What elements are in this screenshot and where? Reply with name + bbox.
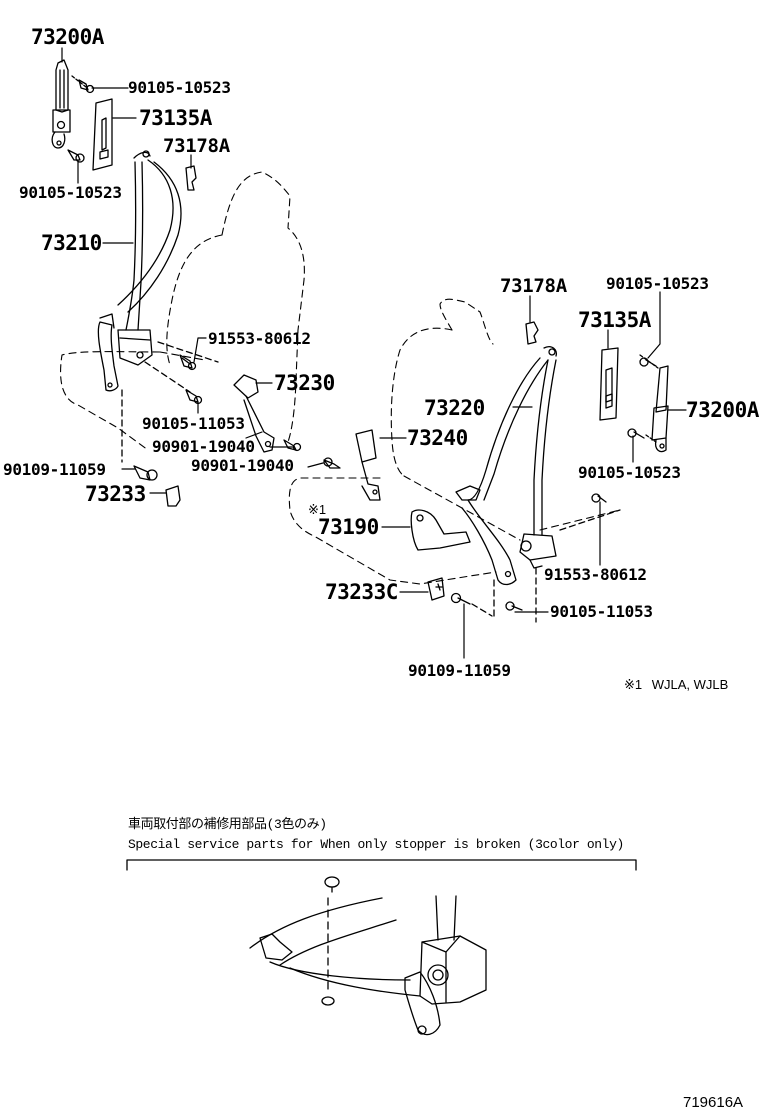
right-anchor-bolt bbox=[505, 567, 537, 623]
service-parts-title-jp: 車両取付部の補修用部品(3色のみ) bbox=[128, 817, 327, 832]
left-anchor-bolt bbox=[144, 361, 203, 405]
label-right-floor-bolt: 90109-11059 bbox=[408, 661, 511, 680]
label-left-adjuster-bolt-lower: 90105-10523 bbox=[19, 183, 122, 202]
right-floor-bolt bbox=[450, 579, 495, 619]
right-cover-drawing bbox=[599, 347, 619, 421]
label-right-anchor-bolt: 90105-11053 bbox=[550, 602, 653, 621]
label-left-buckle-bolt-1: 90901-19040 bbox=[152, 437, 255, 456]
label-left-adjuster-bolt-upper: 90105-10523 bbox=[128, 78, 231, 97]
left-retractor-bolt bbox=[157, 341, 219, 371]
label-right-note-marker: ※1 bbox=[308, 502, 327, 517]
right-guide-drawing bbox=[525, 321, 539, 345]
label-left-buckle: 73230 bbox=[274, 371, 335, 395]
left-floor-bolt bbox=[121, 389, 158, 481]
left-seat-outline bbox=[60, 171, 305, 451]
footnote-text: WJLA, WJLB bbox=[651, 677, 729, 692]
label-right-guide: 73178A bbox=[500, 275, 567, 297]
footnote: ※1 WJLA, WJLB bbox=[624, 678, 728, 691]
left-cover-drawing bbox=[92, 98, 113, 171]
right-adjuster-bolts bbox=[627, 357, 657, 439]
label-right-buckle: 73240 bbox=[407, 426, 468, 450]
right-sensor-drawing bbox=[410, 509, 471, 551]
label-left-belt: 73210 bbox=[41, 231, 102, 255]
label-right-adjuster: 73200A bbox=[686, 398, 759, 422]
label-left-anchor-bolt: 90105-11053 bbox=[142, 414, 245, 433]
label-left-floor-bolt: 90109-11059 bbox=[3, 460, 106, 479]
label-right-cover-cap: 73233C bbox=[325, 580, 398, 604]
label-right-retractor-bolt: 91553-80612 bbox=[544, 565, 647, 584]
service-parts-drawing bbox=[249, 876, 487, 1036]
label-right-buckle-sensor: 73190 bbox=[318, 515, 379, 539]
label-left-guide: 73178A bbox=[163, 135, 230, 157]
right-buckle-drawing bbox=[355, 429, 381, 501]
left-bolt-lower bbox=[67, 149, 85, 163]
right-adjuster-drawing bbox=[639, 354, 669, 453]
drawing-code: 719616A bbox=[683, 1094, 744, 1111]
label-left-adjuster: 73200A bbox=[31, 25, 104, 49]
left-adjuster-drawing bbox=[51, 59, 71, 149]
left-buckle-drawing bbox=[233, 374, 275, 453]
footnote-marker: ※1 bbox=[624, 677, 643, 692]
service-parts-bracket bbox=[126, 859, 637, 871]
label-right-belt: 73220 bbox=[424, 396, 485, 420]
label-right-adjuster-bolt-lower: 90105-10523 bbox=[578, 463, 681, 482]
right-cap-drawing bbox=[427, 577, 445, 601]
label-left-cover-cap: 73233 bbox=[85, 482, 146, 506]
right-belt-drawing bbox=[455, 346, 558, 586]
left-cap-drawing bbox=[165, 485, 181, 507]
leader-lines bbox=[61, 47, 687, 659]
right-retractor-bolt bbox=[559, 493, 621, 531]
label-left-retractor-bolt: 91553-80612 bbox=[208, 329, 311, 348]
left-bolt-upper bbox=[71, 75, 95, 94]
service-parts-title-en: Special service parts for When only stop… bbox=[128, 837, 624, 852]
left-belt-drawing bbox=[97, 150, 182, 392]
label-left-buckle-bolt-2: 90901-19040 bbox=[191, 456, 294, 475]
label-right-cover: 73135A bbox=[578, 308, 651, 332]
label-right-adjuster-bolt-upper: 90105-10523 bbox=[606, 274, 709, 293]
left-guide-drawing bbox=[185, 165, 197, 191]
label-left-cover: 73135A bbox=[139, 106, 212, 130]
